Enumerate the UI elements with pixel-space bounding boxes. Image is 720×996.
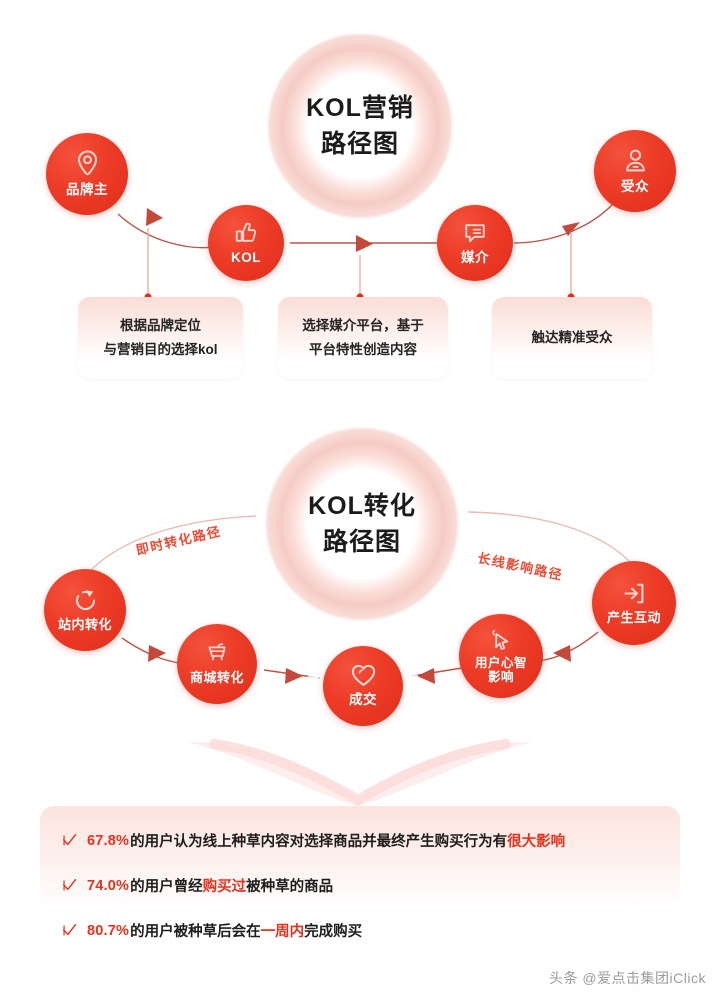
check-mark-icon	[62, 878, 77, 893]
conversion-title-line2: 路径图	[322, 528, 401, 556]
node-brand-owner[interactable]: 品牌主	[46, 133, 128, 215]
node-interaction-label: 产生互动	[606, 609, 661, 625]
stat-row: 67.8% 的用户认为线上种草内容对选择商品并最终产生购买行为有 很大影响	[62, 830, 565, 851]
stat-text-highlight: 一周内	[260, 924, 305, 940]
speech-bubble-icon	[463, 221, 487, 245]
stat-text-plain-tail: 完成购买	[304, 924, 363, 940]
label-longterm-influence-path: 长线影响路径	[476, 550, 565, 583]
node-audience[interactable]: 受众	[594, 130, 676, 212]
node-mall-conversion-label: 商城转化	[189, 670, 244, 686]
stat-row: 74.0% 的用户曾经 购买过 被种草的商品	[62, 875, 333, 896]
conversion-title-ring: KOL转化 路径图	[266, 428, 458, 620]
stat-text-highlight: 很大影响	[507, 834, 566, 850]
login-arrow-icon	[622, 581, 647, 606]
footer-watermark: 头条 @爱点击集团iClick	[548, 970, 706, 986]
card-reach-audience: 触达精准受众	[492, 297, 652, 379]
stat-percent: 67.8%	[87, 832, 130, 849]
node-media-label: 媒介	[461, 249, 489, 265]
stat-text-plain: 的用户认为线上种草内容对选择商品并最终产生购买行为有	[130, 834, 508, 850]
node-kol[interactable]: KOL	[208, 205, 284, 281]
marketing-title: KOL营销 路径图	[268, 34, 452, 218]
node-mall-conversion[interactable]: 商城转化	[177, 624, 257, 704]
node-onsite-conversion-label: 站内转化	[57, 616, 112, 632]
shopping-cart-icon	[205, 642, 229, 666]
stat-text-highlight: 购买过	[202, 879, 247, 895]
person-icon	[623, 148, 648, 174]
marketing-title-ring: KOL营销 路径图	[268, 34, 452, 218]
card-brand-strategy: 根据品牌定位 与营销目的选择kol	[78, 297, 243, 379]
node-user-mindshare[interactable]: 用户心智 影响	[459, 614, 543, 698]
stat-text-plain: 的用户曾经	[130, 879, 203, 895]
node-media[interactable]: 媒介	[437, 205, 513, 281]
node-interaction[interactable]: 产生互动	[592, 561, 676, 645]
node-brand-owner-label: 品牌主	[66, 182, 108, 198]
stat-row: 80.7% 的用户被种草后会在 一周内 完成购买	[62, 920, 362, 941]
node-user-mindshare-label: 用户心智 影响	[474, 655, 527, 684]
node-deal[interactable]: 成交	[323, 646, 403, 726]
thumbs-up-icon	[234, 221, 258, 245]
node-kol-label: KOL	[231, 249, 261, 265]
check-mark-icon	[62, 923, 77, 938]
marketing-title-line1: KOL营销	[306, 93, 414, 122]
heart-icon	[351, 664, 376, 687]
conversion-title: KOL转化 路径图	[266, 428, 458, 620]
node-onsite-conversion[interactable]: 站内转化	[44, 569, 126, 651]
card-media-platform: 选择媒介平台，基于 平台特性创造内容	[278, 297, 448, 379]
node-audience-label: 受众	[621, 178, 649, 194]
label-instant-conversion-path: 即时转化路径	[134, 523, 223, 558]
cursor-click-icon	[489, 629, 513, 653]
stat-percent: 74.0%	[87, 877, 130, 894]
stat-percent: 80.7%	[87, 922, 130, 939]
location-pin-icon	[75, 150, 100, 177]
conversion-title-line1: KOL转化	[308, 491, 416, 520]
stats-panel: 67.8% 的用户认为线上种草内容对选择商品并最终产生购买行为有 很大影响 74…	[40, 806, 680, 950]
check-mark-icon	[62, 833, 77, 848]
refresh-circular-arrow-icon	[73, 588, 98, 613]
node-deal-label: 成交	[349, 692, 377, 708]
stat-text-plain-tail: 被种草的商品	[246, 879, 334, 895]
stat-text-plain: 的用户被种草后会在	[130, 924, 261, 940]
marketing-title-line2: 路径图	[320, 130, 399, 158]
